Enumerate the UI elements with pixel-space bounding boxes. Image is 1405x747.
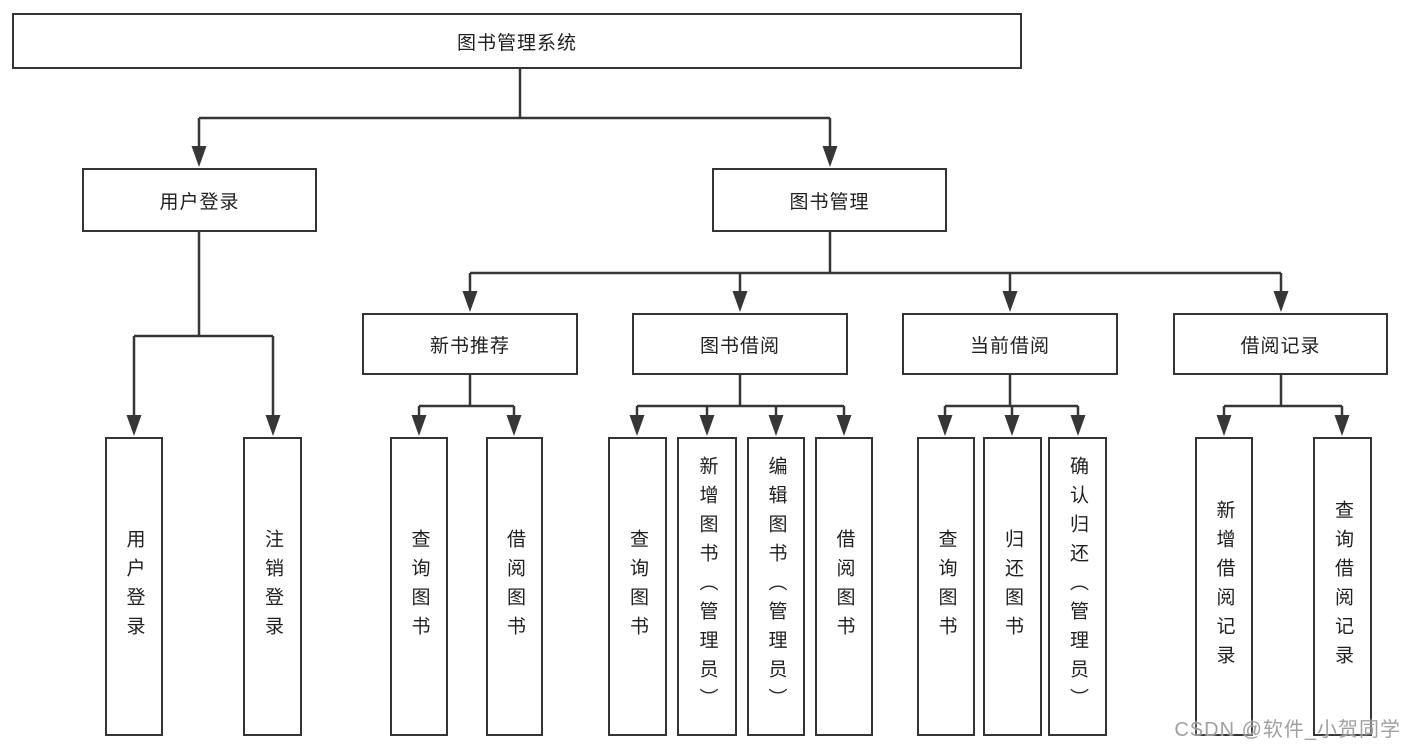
leaf-current-query-books-label: 查询图书 <box>935 528 957 645</box>
connector-root-to-level2 <box>191 69 838 167</box>
csdn-watermark: CSDN @软件_小贺同学 <box>1174 719 1401 741</box>
connector-borrow-records-children <box>1216 375 1350 436</box>
leaf-query-borrow-record: 查询借阅记录 <box>1313 437 1372 736</box>
leaf-confirm-return-admin-label: 确认归还（管理员） <box>1067 456 1088 717</box>
node-current-borrow: 当前借阅 <box>902 313 1118 375</box>
leaf-confirm-return-admin: 确认归还（管理员） <box>1048 437 1107 736</box>
leaf-edit-books-admin: 编辑图书（管理员） <box>747 437 805 736</box>
connector-user-login-children <box>126 232 281 436</box>
leaf-recommend-borrow-books-label: 借阅图书 <box>504 528 525 645</box>
leaf-recommend-borrow-books: 借阅图书 <box>486 437 543 736</box>
leaf-borrow-books-label: 借阅图书 <box>833 528 855 645</box>
leaf-edit-books-admin-label: 编辑图书（管理员） <box>765 456 787 717</box>
node-current-borrow-label: 当前借阅 <box>969 335 1050 357</box>
leaf-add-borrow-record-label: 新增借阅记录 <box>1213 499 1235 674</box>
node-user-login-label: 用户登录 <box>159 191 240 213</box>
node-borrow-records-label: 借阅记录 <box>1240 335 1321 357</box>
node-new-book-recommend-label: 新书推荐 <box>429 335 510 357</box>
connector-current-borrow-children <box>937 375 1086 436</box>
leaf-return-books-label: 归还图书 <box>1002 528 1023 645</box>
connector-new-book-recommend-children <box>411 375 522 436</box>
connector-book-borrow-children <box>629 375 852 436</box>
leaf-borrow-query-books: 查询图书 <box>608 437 667 736</box>
node-user-login: 用户登录 <box>82 168 317 232</box>
leaf-borrow-books: 借阅图书 <box>815 437 873 736</box>
connector-book-management-children <box>462 232 1289 312</box>
node-new-book-recommend: 新书推荐 <box>362 313 578 375</box>
leaf-current-query-books: 查询图书 <box>917 437 975 736</box>
node-borrow-records: 借阅记录 <box>1173 313 1388 375</box>
leaf-borrow-query-books-label: 查询图书 <box>627 528 648 645</box>
leaf-return-books: 归还图书 <box>983 437 1042 736</box>
leaf-add-books-admin-label: 新增图书（管理员） <box>696 456 718 717</box>
node-book-management-label: 图书管理 <box>789 191 870 213</box>
leaf-user-login: 用户登录 <box>105 437 163 736</box>
leaf-recommend-query-books-label: 查询图书 <box>408 528 430 645</box>
leaf-recommend-query-books: 查询图书 <box>390 437 448 736</box>
leaf-user-login-label: 用户登录 <box>123 528 145 645</box>
node-library-management-system-label: 图书管理系统 <box>456 32 577 54</box>
leaf-query-borrow-record-label: 查询借阅记录 <box>1332 499 1353 674</box>
leaf-add-borrow-record: 新增借阅记录 <box>1195 437 1253 736</box>
leaf-logout-label: 注销登录 <box>262 528 283 645</box>
leaf-add-books-admin: 新增图书（管理员） <box>677 437 737 736</box>
node-book-borrow-label: 图书借阅 <box>699 335 780 357</box>
node-book-management: 图书管理 <box>712 168 947 232</box>
node-book-borrow: 图书借阅 <box>632 313 848 375</box>
leaf-logout: 注销登录 <box>243 437 302 736</box>
node-library-management-system: 图书管理系统 <box>12 13 1022 69</box>
